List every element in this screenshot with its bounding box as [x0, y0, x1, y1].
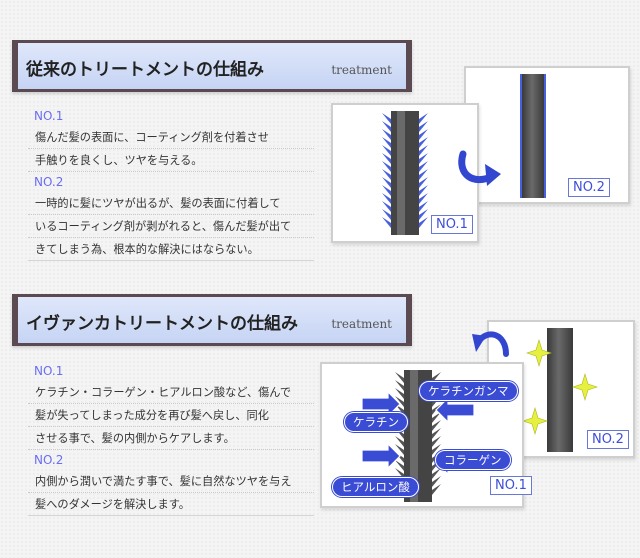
ingredient-badge: ケラチン — [344, 412, 408, 432]
diagram-label: NO.2 — [587, 430, 629, 449]
item-label: NO.2 — [34, 175, 64, 189]
diagram-card-damaged-hair: NO.1 — [331, 103, 479, 243]
description-line: 髪へのダメージを解決します。 — [28, 493, 314, 516]
sparkle-icon — [526, 338, 552, 368]
diagram-label: NO.1 — [490, 476, 532, 495]
sparkle-icon — [522, 406, 548, 436]
description-list: NO.1 ケラチン・コラーゲン・ヒアルロン酸など、傷んで 髪が失ってしまった成分… — [28, 361, 314, 516]
section-title: 従来のトリートメントの仕組み — [26, 60, 264, 80]
curved-arrow-icon — [458, 150, 501, 186]
curved-arrow-icon — [472, 331, 509, 357]
description-line: いるコーティング剤が剥がれると、傷んだ髪が出て — [28, 215, 314, 238]
ivanka-treatment-section: イヴァンカトリートメントの仕組み treatment NO.1 ケラチン・コラー… — [0, 280, 640, 558]
description-line: 髪が失ってしまった成分を再び髪へ戻し、同化 — [28, 404, 314, 427]
coated-hair-strand-icon — [522, 74, 544, 198]
ingredient-badge: コラーゲン — [435, 450, 511, 470]
arrow-right-icon — [361, 390, 401, 418]
section-title-bar: イヴァンカトリートメントの仕組み treatment — [12, 294, 412, 346]
description-list: NO.1 傷んだ髪の表面に、コーティング剤を付着させ 手触りを良くし、ツヤを与え… — [28, 106, 314, 261]
damaged-hair-strand-icon — [382, 111, 428, 235]
section-subtitle: treatment — [331, 317, 392, 331]
section-subtitle: treatment — [331, 63, 392, 77]
ingredient-badge: ケラチンガンマ — [419, 381, 518, 401]
arrow-right-icon — [361, 442, 401, 470]
section-title: イヴァンカトリートメントの仕組み — [26, 314, 298, 334]
description-line: ケラチン・コラーゲン・ヒアルロン酸など、傷んで — [28, 381, 314, 404]
diagram-label: NO.1 — [431, 215, 473, 234]
description-line: きてしまう為、根本的な解決にはならない。 — [28, 238, 314, 261]
description-line: 傷んだ髪の表面に、コーティング剤を付着させ — [28, 126, 314, 149]
item-label: NO.2 — [34, 453, 64, 467]
diagram-label: NO.2 — [568, 178, 610, 197]
conventional-treatment-section: 従来のトリートメントの仕組み treatment NO.1 傷んだ髪の表面に、コ… — [12, 40, 630, 261]
description-line: 手触りを良くし、ツヤを与える。 — [28, 149, 314, 172]
description-line: 一時的に髪にツヤが出るが、髪の表面に付着して — [28, 192, 314, 215]
description-line: 内側から潤いで満たす事で、髪に自然なツヤを与え — [28, 470, 314, 493]
arrow-left-icon — [435, 396, 475, 424]
restored-hair-strand-icon — [547, 328, 573, 452]
description-line: させる事で、髪の内側からケアします。 — [28, 427, 314, 450]
section-title-bar: 従来のトリートメントの仕組み treatment — [12, 40, 412, 92]
item-label: NO.1 — [34, 109, 64, 123]
sparkle-icon — [572, 372, 598, 402]
diagram-card-ivanka-hair: ケラチンガンマ ケラチン コラーゲン ヒアルロン酸 NO.1 — [320, 362, 532, 508]
item-label: NO.1 — [34, 364, 64, 378]
ingredient-badge: ヒアルロン酸 — [332, 477, 419, 497]
